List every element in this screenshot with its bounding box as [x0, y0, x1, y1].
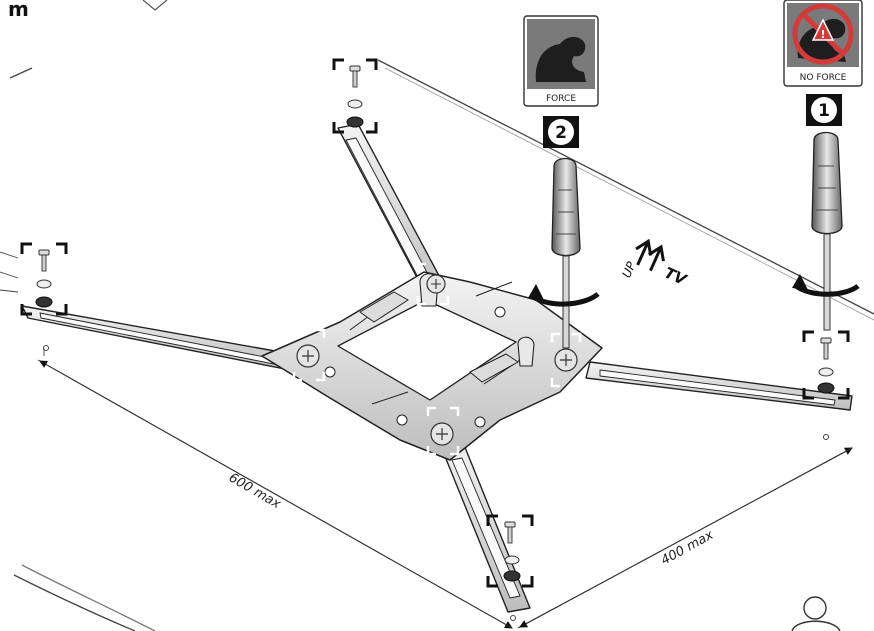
orientation-tv-label: TV	[662, 264, 691, 290]
header-fragment: m	[8, 0, 29, 21]
step-2-marker: 2	[543, 116, 579, 148]
hardware-stack-bottom	[486, 514, 534, 588]
mounting-arms	[21, 123, 853, 613]
tv-arrow-icon	[648, 244, 665, 272]
up-arrow-icon	[635, 238, 653, 266]
step-1-number: 1	[818, 101, 830, 121]
center-plate	[261, 271, 603, 461]
step-1-marker: 1	[806, 94, 842, 126]
screwdriver-step-1	[792, 131, 860, 331]
orientation-marker: UP TV	[619, 238, 691, 290]
header-chevron-decoration	[142, 0, 168, 11]
plate-screw-right	[550, 332, 582, 388]
flexed-arm-icon	[535, 36, 586, 82]
tv-panel-outline	[9, 59, 874, 631]
force-label: FORCE	[546, 94, 576, 104]
force-badge: FORCE	[523, 15, 599, 107]
hardware-stack-right	[802, 330, 850, 400]
no-force-badge: ! NO FORCE	[783, 0, 863, 87]
svg-text:!: !	[820, 28, 825, 41]
no-force-label: NO FORCE	[800, 73, 847, 83]
plate-screw-top	[416, 262, 450, 306]
screwdriver-step-2	[528, 157, 600, 349]
hardware-stack-top	[332, 58, 378, 134]
step-2-number: 2	[555, 123, 567, 143]
plate-screw-bottom	[426, 406, 460, 456]
dimension-400: 400 max	[510, 434, 853, 629]
dimension-600-label: 600 max	[226, 470, 283, 512]
hardware-stack-left	[0, 242, 68, 316]
orientation-up-label: UP	[619, 259, 639, 280]
person-icon	[791, 596, 841, 631]
plate-screw-left	[292, 328, 326, 382]
